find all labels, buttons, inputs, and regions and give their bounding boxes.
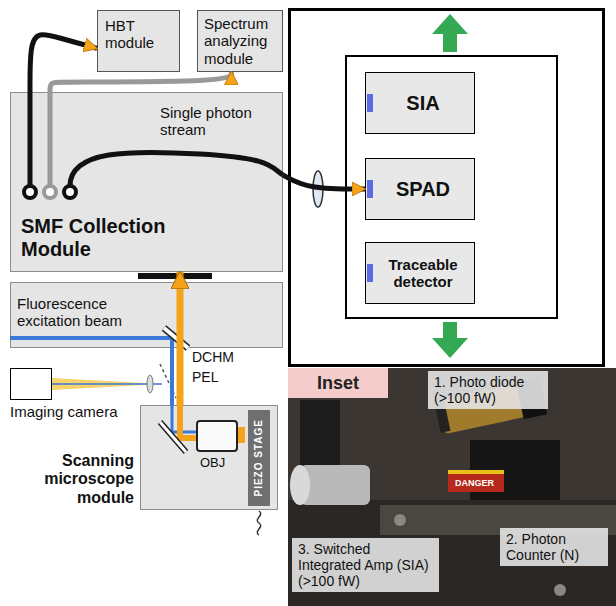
camera-box: Imaging camera [10,368,52,400]
objective-tip [238,427,245,443]
photo-screw [394,514,406,526]
fiber-port [44,186,56,198]
arrow-shaft [443,32,457,52]
label-holder: DCHM [192,349,234,365]
stream-label: Single photon stream [160,104,260,139]
photo-screw [554,584,566,596]
arrow-head [432,14,468,34]
callout-box: 3. Switched Integrated Amp (SIA) (>100 f… [292,538,439,592]
detector-box: Traceable detector [365,242,475,304]
label-holder: PEL [192,369,218,385]
arrow-shaft [443,322,457,340]
fluorescence-beam [180,405,196,438]
inset-photo [288,368,616,606]
callout-box: 2. Photon Counter (N) [500,528,608,566]
callout-text: 1. Photo diode (>100 fW) [434,374,542,406]
module-name: Scanning microscope module [9,452,134,507]
warning-sticker-text: DANGER [452,477,497,489]
callout-box: 1. Photo diode (>100 fW) [428,371,548,409]
fiber-port [64,186,76,198]
objective-box: OBJ [196,420,238,452]
inset-tag: Inset [288,368,388,398]
arrow-head [432,338,468,358]
fiber [28,92,33,186]
fold-mirror [160,422,186,452]
detector-name: Traceable detector [380,256,466,291]
detector-name: SPAD [396,178,450,201]
dichroic-mirror [164,328,188,348]
imaging-beam [52,383,162,385]
photo-sticker [448,474,504,492]
callout-text: 3. Switched Integrated Amp (SIA) (>100 f… [298,541,433,589]
detector-window [367,264,373,282]
imaging-beam [52,378,162,390]
module-name: SMF Collection Module [21,215,206,261]
detector-name: SIA [406,92,439,115]
photo-table [288,500,616,606]
fold-mirror [160,422,186,452]
module-box: HBT module [97,10,180,72]
objective-name: OBJ [200,456,238,471]
microscope-module: OBJPIEZO STAGEScanning microscope module [140,405,278,510]
detector-mount-frame [346,56,557,318]
detector-window [367,94,373,112]
dichroic-mirror [164,328,188,348]
photo-sticker-stripe [448,470,504,474]
excitation-beam [172,405,196,432]
stage-name: PIEZO STAGE [253,419,265,497]
camera-name: Imaging camera [10,403,50,420]
module-name: Fluorescence excitation beam [17,295,157,330]
tube-lens [147,375,153,393]
excitation-beam [10,338,172,348]
mirror-label: DCHM [192,349,234,365]
fiber-connector [283,175,365,189]
photo-ground [288,368,616,606]
callout-text: 2. Photon Counter (N) [506,531,602,563]
label-holder: Single photon stream [160,104,260,139]
fiber [70,152,283,186]
inset-title: Inset [317,373,359,394]
beam-connector [177,272,184,405]
module-box: Spectrum analyzing module [197,10,283,72]
detector-box: SIA [365,72,475,134]
fiber-port [24,186,36,198]
photo-silver-tube [300,465,370,505]
fiber-connector [50,72,231,92]
detector-box: SPAD [365,158,475,220]
photo-tube-face [290,465,310,505]
aperture-bar [138,273,212,279]
detector-window [367,180,373,198]
connector-group [30,35,365,405]
fiber [48,92,53,186]
label-holder: DANGER [452,477,497,489]
module-name: Spectrum analyzing module [204,15,276,67]
beam-connector [170,348,174,405]
stage-cable [257,511,260,535]
module-name: HBT module [105,17,172,52]
piezo-stage-band: PIEZO STAGE [248,410,270,506]
mirror-label: PEL [192,369,218,385]
